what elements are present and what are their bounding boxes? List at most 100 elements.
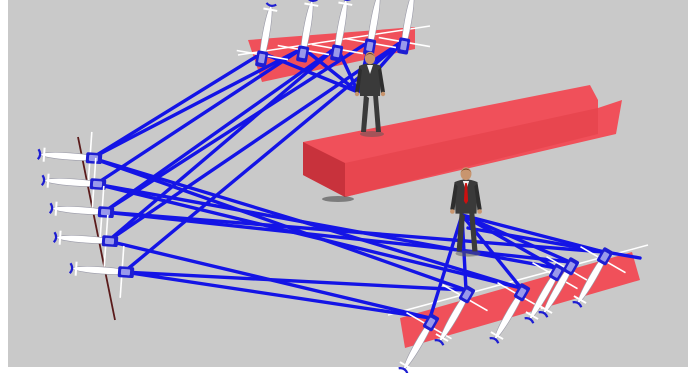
tie — [463, 183, 469, 205]
tail — [54, 201, 58, 216]
tail-fin — [68, 262, 74, 274]
tail — [525, 311, 539, 320]
connection-line — [90, 51, 264, 160]
tail-fin — [40, 174, 46, 186]
bottom-row-aircraft — [398, 312, 452, 373]
shirt — [367, 65, 373, 74]
wall-shadow — [322, 196, 354, 202]
connection-line — [102, 39, 372, 214]
tail — [58, 230, 62, 245]
person-top — [354, 51, 386, 137]
left-hand — [450, 209, 455, 214]
tail — [304, 2, 319, 7]
right-hand — [477, 209, 482, 214]
top-row-aircraft — [277, 0, 330, 63]
tail-fin — [36, 148, 42, 160]
tail-fin — [524, 317, 535, 324]
bottom-row-aircraft — [524, 262, 578, 324]
left-column-aircraft — [52, 214, 119, 267]
top-row-aircraft — [378, 0, 431, 55]
tail — [573, 295, 587, 304]
tail-fin — [52, 231, 58, 243]
jacket — [359, 63, 381, 96]
bottom-row-aircraft — [572, 246, 626, 308]
canopy — [462, 289, 472, 300]
tail-fin — [434, 339, 445, 346]
right-leg — [373, 94, 381, 132]
tail — [263, 7, 278, 12]
tail — [338, 1, 353, 6]
canopy — [88, 154, 99, 162]
left-arm — [450, 183, 458, 211]
canopy — [426, 317, 436, 328]
left-leg — [456, 211, 465, 252]
wall-front-face — [345, 108, 598, 197]
figure-layer — [354, 51, 482, 257]
tail-fin — [538, 311, 549, 318]
connection-line — [428, 213, 464, 320]
connection-line — [106, 45, 339, 243]
canopy — [100, 208, 111, 216]
shadow — [455, 250, 481, 257]
tail — [42, 147, 46, 162]
center-wall-box — [303, 85, 622, 202]
right-hand — [380, 91, 386, 97]
canopy — [104, 237, 115, 245]
connection-line — [102, 210, 606, 254]
tail — [399, 361, 413, 370]
shadow — [360, 131, 384, 137]
tail-fin — [572, 301, 583, 308]
connection-line — [460, 213, 606, 254]
top-row-aircraft — [311, 0, 364, 62]
tail-fin — [265, 2, 277, 7]
connection-line — [106, 38, 406, 243]
left-rod — [77, 136, 116, 321]
right-arm — [378, 67, 385, 93]
left-hand — [354, 91, 360, 97]
canopy — [333, 47, 341, 58]
connection-line — [90, 156, 468, 292]
left-column-aircraft — [68, 245, 135, 298]
tail-fin — [306, 0, 318, 2]
canopy — [566, 261, 576, 272]
tail-fin — [398, 367, 409, 373]
right-leg — [469, 211, 478, 252]
connection-line — [122, 270, 468, 292]
tail — [435, 333, 449, 342]
connection-line — [122, 270, 432, 320]
tail — [539, 305, 553, 314]
tail-fin — [48, 202, 54, 214]
right-arm — [474, 183, 482, 211]
canopy — [366, 41, 374, 52]
hair — [460, 168, 472, 173]
left-column-aircraft — [48, 185, 115, 238]
top-row-aircraft — [236, 2, 289, 68]
head — [364, 51, 376, 65]
wall-rail — [237, 25, 431, 56]
connection-line — [460, 213, 572, 264]
connection-line — [102, 45, 339, 214]
tail — [490, 331, 504, 340]
connection-line — [94, 182, 523, 290]
left-column-aircraft — [40, 157, 107, 210]
canopy — [400, 40, 408, 51]
connection-line — [460, 213, 558, 270]
wall-end-face — [303, 142, 345, 197]
canopy — [299, 48, 307, 59]
tail-fin — [489, 337, 500, 344]
left-leg — [361, 94, 369, 132]
tail — [46, 173, 50, 188]
canopy — [92, 180, 103, 188]
bottom-row-aircraft — [538, 256, 592, 318]
canopy — [517, 287, 527, 298]
canopy — [258, 53, 266, 64]
connection-line — [94, 46, 305, 186]
tail — [74, 261, 78, 276]
left-column-aircraft — [36, 131, 103, 184]
canopy — [600, 251, 610, 262]
hair — [364, 53, 376, 57]
aircraft-layer — [36, 0, 626, 373]
canopy — [120, 268, 131, 276]
